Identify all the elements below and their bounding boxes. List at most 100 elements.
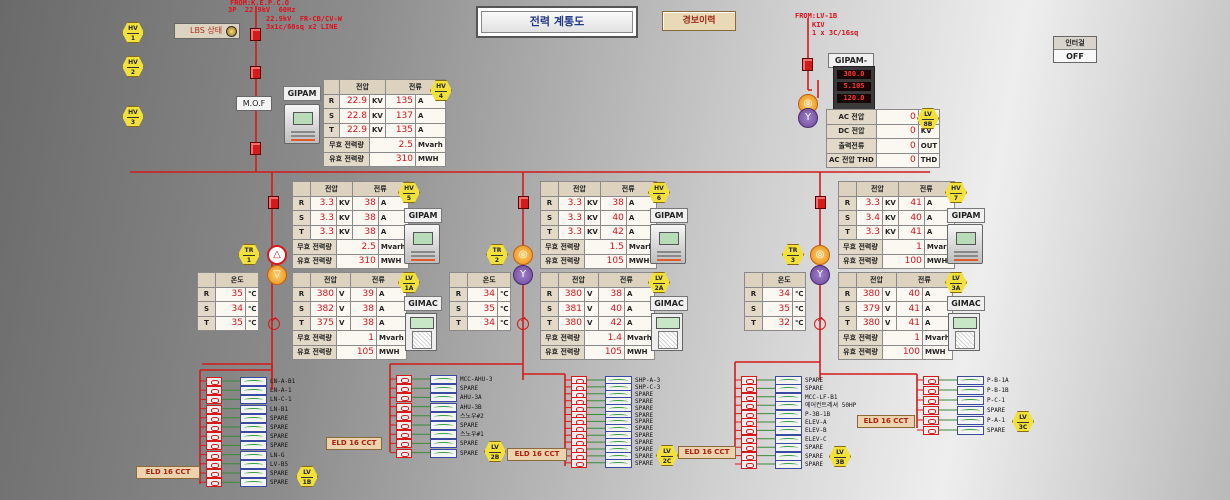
feeder-breaker-icon[interactable] [206,432,222,442]
feeder-label: 스노우#1 [460,431,484,439]
dc-breaker[interactable] [802,58,813,71]
eld-16cct-button[interactable]: ELD 16 CCT [678,446,736,459]
feeder-breaker-icon[interactable] [206,469,222,478]
feeder-meter-icon [430,402,457,412]
feeder-breaker-icon[interactable] [206,478,222,488]
feeder-label: SPARE [270,442,289,450]
feeder-breaker-icon[interactable] [206,386,222,396]
feeder-label: SPARE [635,439,654,447]
feeder-label: P-B-1A [987,377,1009,384]
gipam-relay-icon[interactable] [650,224,686,264]
gimac-meter-icon[interactable] [651,313,683,351]
feeder-label: 에어컨트레셔 50HP [805,402,857,410]
lv-breaker-icon[interactable] [268,318,280,330]
feeder-breaker-icon[interactable] [923,396,939,405]
eld-16cct-button[interactable]: ELD 16 CCT [857,415,915,428]
gimac-meter-icon[interactable] [405,313,437,351]
feeder-label: SHP-A-3 [635,377,661,384]
eld-16cct-button[interactable]: ELD 16 CCT [326,437,382,450]
feeder-label: MCC-LF-B1 [805,393,838,401]
feeder-breaker-icon[interactable] [206,404,222,414]
feeder-breaker-icon[interactable] [923,426,939,435]
feeder-breaker-icon[interactable] [206,450,222,460]
lbs-status-indicator[interactable]: LBS 상태 [174,23,240,39]
feeder-breaker-icon[interactable] [396,393,412,403]
feeder-label: SPARE [805,444,824,452]
feeder-breaker-icon[interactable] [206,423,222,432]
feeder-label: LV-B5 [270,460,289,468]
feeder-meter-icon [957,396,984,405]
feeder-breaker-icon[interactable] [396,402,412,412]
feeder-breaker-icon[interactable] [206,441,222,451]
tr-hv-breaker[interactable] [518,196,529,209]
feeder-breaker-icon[interactable] [923,406,939,415]
feeder-breaker-icon[interactable] [396,430,412,440]
alarm-history-button[interactable]: 경보이력 [662,11,736,31]
feeder-label: SPARE [270,479,289,487]
incoming-line4: 3x1c/60sq x2 LINE [266,23,338,31]
main-breaker-1[interactable] [250,28,261,41]
feeder-breaker-icon[interactable] [206,459,222,469]
gipam-relay-icon[interactable] [947,224,983,264]
feeder-breaker-icon[interactable] [923,376,939,385]
gimac-meter-icon[interactable] [948,313,980,351]
feeder-breaker-icon[interactable] [396,439,412,449]
feeder-label: LN-C-1 [270,396,292,404]
feeder-breaker-icon[interactable] [396,411,412,421]
feeder-breaker-icon[interactable] [396,384,412,394]
gipam-relay-icon[interactable] [404,224,440,264]
feeder-breaker-icon[interactable] [396,448,412,458]
main-breaker-2[interactable] [250,66,261,79]
lv-breaker-icon[interactable] [517,318,529,330]
feeder-meter-icon [240,413,267,423]
feeder-label: SPARE [270,424,289,431]
eld-16cct-button[interactable]: ELD 16 CCT [507,448,567,461]
main-breaker-3[interactable] [250,142,261,155]
feeder-breaker-icon[interactable] [396,375,412,384]
feeder-breaker-icon[interactable] [923,416,939,425]
feeder-breaker-icon[interactable] [923,386,939,395]
feeder-breaker-icon[interactable] [206,377,222,386]
mof-box[interactable]: M.O.F [236,96,272,111]
feeder-meter-icon [240,377,267,386]
feeder-breaker-icon[interactable] [741,460,757,469]
tr-hv-breaker[interactable] [815,196,826,209]
eld-16cct-button[interactable]: ELD 16 CCT [136,466,200,479]
feeder-breaker-icon[interactable] [571,458,587,468]
dc-from-line1: FROM:LV-1B [795,12,838,20]
feeder-breaker-icon[interactable] [206,413,222,423]
lv-breaker-icon[interactable] [814,318,826,330]
feeder-breaker-icon[interactable] [396,421,412,430]
feeder-meter-icon [240,423,267,432]
gipam-main-relay-icon[interactable] [284,104,320,144]
feeder-breaker-icon[interactable] [206,395,222,405]
incoming-line1: FROM:K.E.P.C.O [230,0,290,7]
tr-hv-breaker[interactable] [268,196,279,209]
